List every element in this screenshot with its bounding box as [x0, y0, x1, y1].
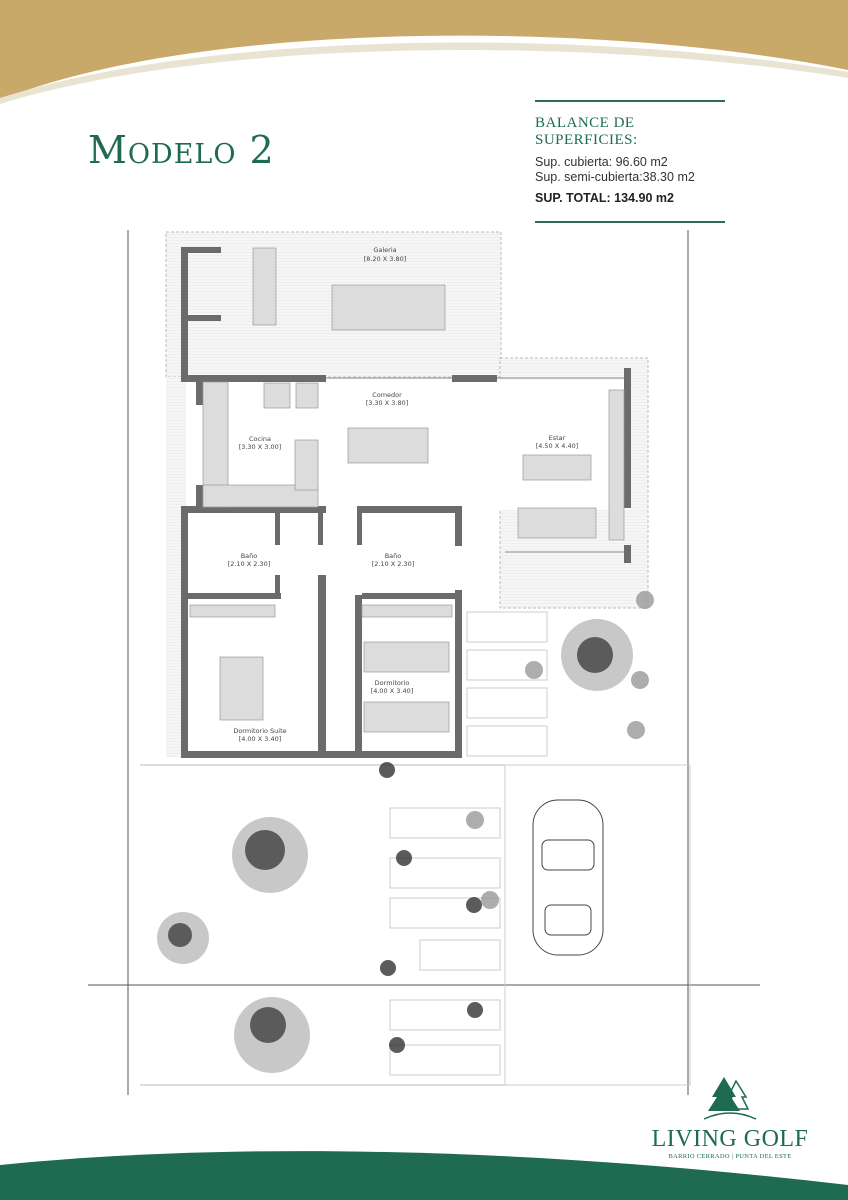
brand-logo: LIVING GOLF BARRIO CERRADO | PUNTA DEL E…: [650, 1075, 810, 1160]
page-title: Modelo 2: [88, 128, 275, 172]
room-name: Dormitorio: [375, 679, 410, 687]
room-dims: [3.30 X 3.00]: [239, 443, 282, 451]
room-name: Galeria: [373, 246, 396, 254]
divider: [535, 100, 725, 102]
pine-tree-icon: [703, 1077, 757, 1120]
pavers: [389, 611, 691, 1086]
room-dims: [8.20 X 3.80]: [364, 255, 407, 263]
room-name: Baño: [385, 552, 402, 560]
footer-band: [0, 1151, 848, 1200]
brand-name: LIVING GOLF: [651, 1126, 809, 1152]
area-balance: BALANCE DE SUPERFICIES: Sup. cubierta: 9…: [535, 100, 725, 223]
room-name: Cocina: [249, 435, 271, 443]
total-area: SUP. TOTAL: 134.90 m2: [535, 191, 674, 205]
divider: [535, 221, 725, 223]
room-name: Dormitorio Suite: [233, 727, 286, 735]
semi-covered-area: Sup. semi-cubierta:38.30 m2: [535, 170, 695, 184]
room-dims: [4.00 X 3.40]: [239, 735, 282, 743]
balance-heading: BALANCE DE SUPERFICIES:: [535, 115, 638, 148]
room-name: Comedor: [372, 391, 402, 399]
room-dims: [4.50 X 4.40]: [536, 442, 579, 450]
covered-area: Sup. cubierta: 96.60 m2: [535, 155, 668, 169]
room-dims: [2.10 X 2.30]: [372, 560, 415, 568]
room-dims: [3.30 X 3.80]: [366, 399, 409, 407]
brand-tagline: BARRIO CERRADO | PUNTA DEL ESTE: [668, 1153, 792, 1160]
room-dims: [2.10 X 2.30]: [228, 560, 271, 568]
walls: [181, 247, 631, 758]
furniture: [189, 247, 625, 733]
car-icon: [532, 799, 604, 956]
trees: [157, 591, 654, 1073]
room-name: Estar: [549, 434, 566, 442]
room-dims: [4.00 X 3.40]: [371, 687, 414, 695]
room-name: Baño: [241, 552, 258, 560]
